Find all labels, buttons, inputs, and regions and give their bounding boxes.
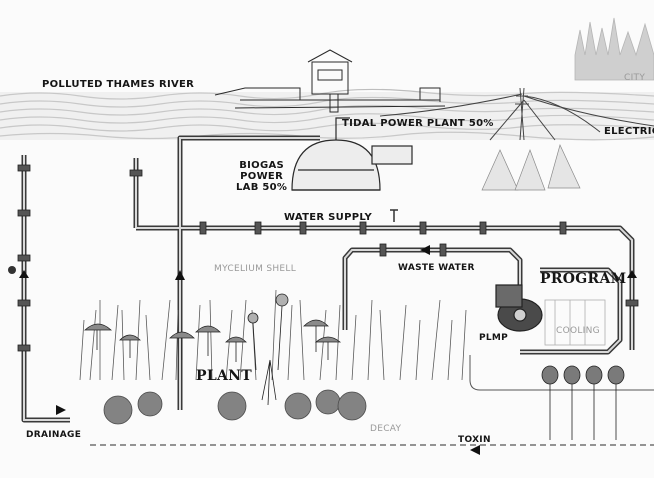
- label-city: CITY: [624, 73, 646, 83]
- pump-machine: [495, 284, 543, 332]
- electric-lines: [379, 87, 654, 141]
- label-toxin: TOXIN: [458, 435, 491, 445]
- shrubs: [103, 389, 367, 425]
- biogas-tank: [291, 139, 413, 191]
- label-decay: DECAY: [370, 424, 402, 434]
- label-drainage: DRAINAGE: [26, 430, 82, 440]
- filter-cylinders: [541, 365, 625, 440]
- label-mycelium-shell: MYCELIUM SHELL: [214, 264, 297, 274]
- pipe-highlight: [23, 137, 633, 421]
- pipe-joints: [17, 164, 639, 352]
- program-building: [544, 299, 606, 346]
- mushrooms: [83, 319, 342, 362]
- label-plant: PLANT: [196, 368, 252, 384]
- city-skyline: [574, 17, 654, 81]
- plant-field: [79, 289, 467, 381]
- root: [261, 359, 277, 406]
- tidal-power-plant: [214, 49, 446, 113]
- label-waste-water: WASTE WATER: [398, 263, 475, 273]
- label-electric: ELECTRIC: [604, 126, 654, 137]
- label-biogas: BIOGAS POWER LAB 50%: [236, 160, 288, 193]
- flowers: [247, 293, 289, 371]
- program-outline: [469, 355, 654, 391]
- label-cooling: COOLING: [556, 326, 600, 336]
- drain-valve: [8, 266, 16, 274]
- label-tidal-power-plant: TIDAL POWER PLANT 50%: [342, 118, 494, 129]
- biogas-vent: [335, 117, 350, 140]
- flow-arrows: [19, 245, 637, 455]
- label-water-supply: WATER SUPPLY: [284, 212, 373, 223]
- river-shade: [0, 92, 654, 140]
- label-program: PROGRAM: [540, 271, 627, 287]
- label-pump: PLMP: [479, 333, 509, 343]
- supply-valve: [390, 209, 398, 222]
- lamp-cones: [481, 143, 581, 191]
- label-river: POLLUTED THAMES RIVER: [42, 79, 195, 90]
